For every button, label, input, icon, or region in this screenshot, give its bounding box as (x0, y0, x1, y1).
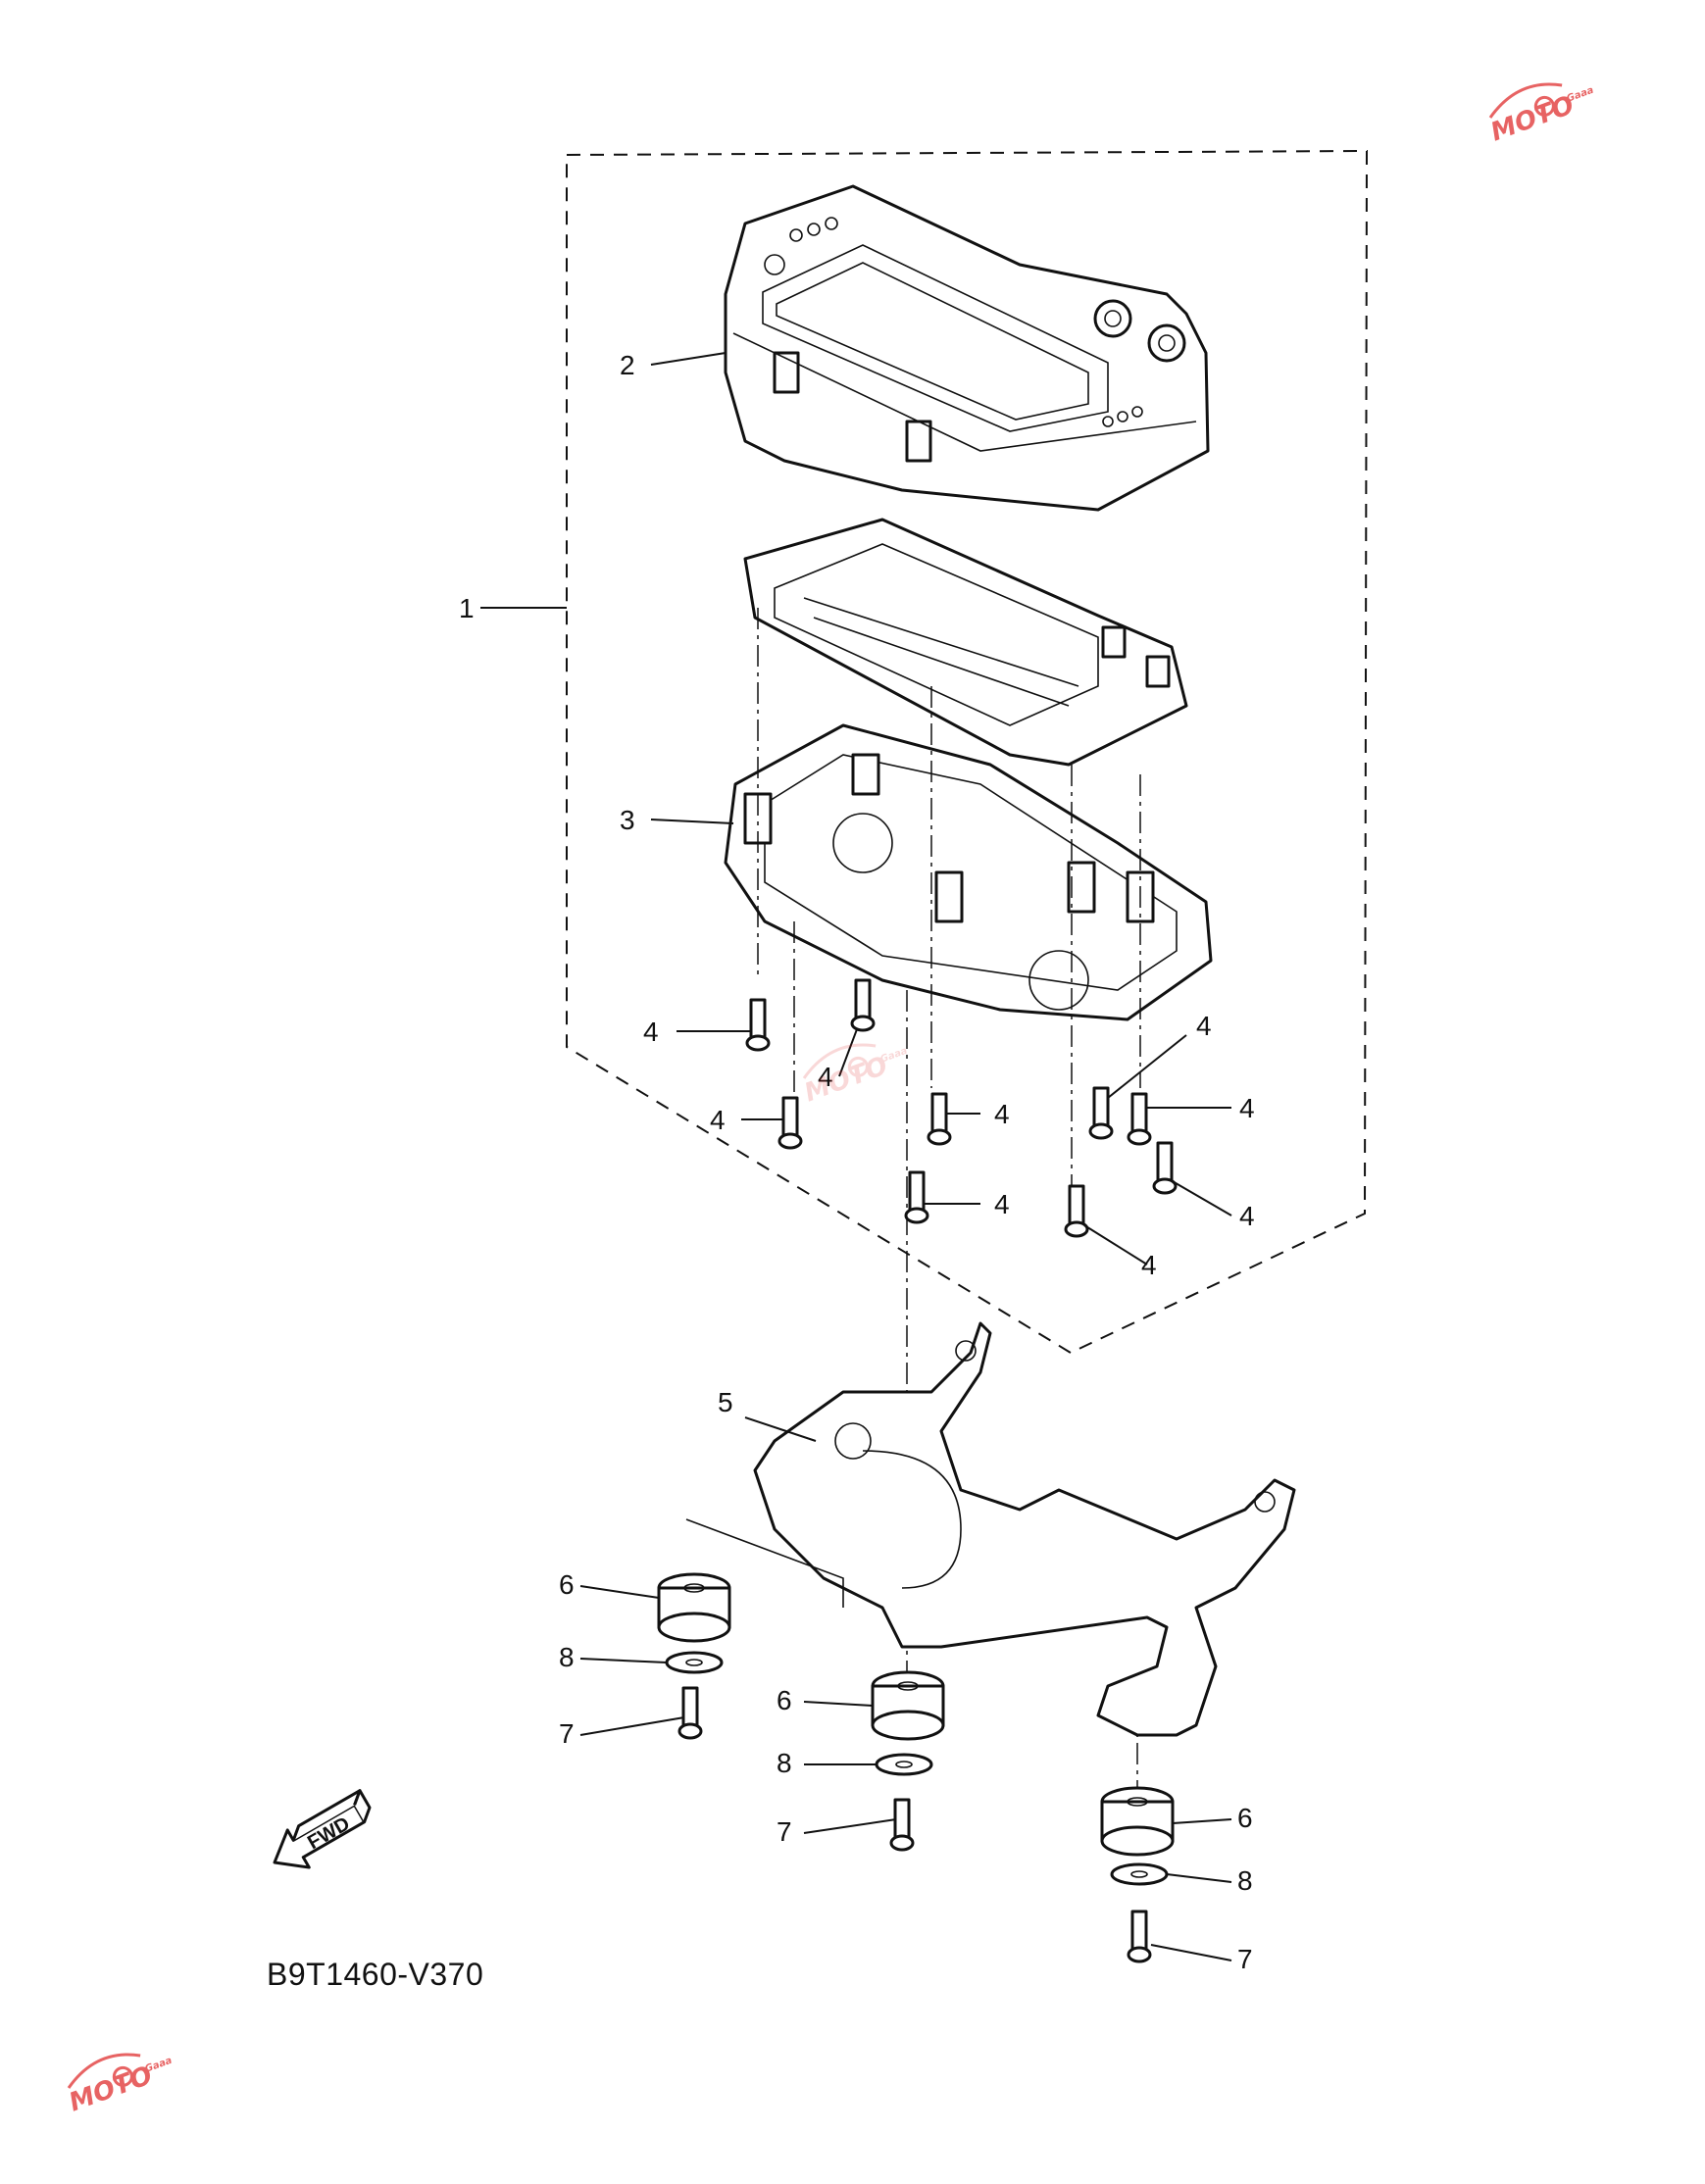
screw (904, 1170, 929, 1224)
lower-case (724, 723, 1213, 1021)
lcd-board (743, 518, 1188, 767)
callout-4: 4 (818, 1062, 833, 1092)
meter-cover (724, 184, 1210, 512)
callout-4: 4 (1196, 1011, 1212, 1041)
callout-7: 7 (559, 1718, 575, 1749)
screw (927, 1092, 952, 1146)
meter-bracket (685, 1321, 1296, 1737)
callout-7: 7 (1237, 1944, 1253, 1974)
callout-4: 4 (994, 1189, 1010, 1219)
callout-6: 6 (559, 1569, 575, 1600)
fwd-arrow-icon: FWD (273, 1789, 372, 1869)
callout-4: 4 (643, 1017, 659, 1047)
callout-6: 6 (777, 1685, 792, 1715)
screw (677, 1686, 703, 1740)
callout-8: 8 (777, 1748, 792, 1778)
callout-6: 6 (1237, 1803, 1253, 1833)
screw (1064, 1184, 1089, 1238)
callout-4: 4 (994, 1099, 1010, 1129)
screw (850, 978, 876, 1032)
watermark-brand: MOTO (66, 2060, 157, 2117)
watermark-tagline: Gaaa (879, 1046, 910, 1066)
screw (1127, 1092, 1152, 1146)
screw (745, 998, 771, 1052)
watermark-brand: MOTO (1487, 90, 1579, 147)
screw (1088, 1086, 1114, 1140)
damper (657, 1572, 731, 1643)
callout-4: 4 (1141, 1250, 1157, 1280)
callout-4: 4 (1239, 1201, 1255, 1231)
callout-8: 8 (1237, 1865, 1253, 1896)
washer (875, 1753, 933, 1776)
screw-group (745, 978, 1178, 1238)
callout-2: 2 (620, 350, 635, 380)
screw (1152, 1141, 1178, 1195)
callout-7: 7 (777, 1816, 792, 1847)
callout-4: 4 (710, 1105, 726, 1135)
callout-5: 5 (718, 1387, 733, 1417)
screw (889, 1798, 915, 1852)
callout-8: 8 (559, 1642, 575, 1672)
watermark-tagline: Gaaa (1566, 85, 1596, 105)
watermark-tagline: Gaaa (144, 2056, 175, 2075)
damper (1100, 1786, 1175, 1857)
watermark-logo: MOTO Gaaa (1487, 82, 1596, 147)
washer (1110, 1862, 1169, 1886)
assembly-outline (566, 149, 1369, 1355)
leader-lines (480, 352, 1232, 1961)
screw (1127, 1910, 1152, 1963)
watermark-logo: MOTO Gaaa (801, 1043, 910, 1108)
damper (871, 1670, 945, 1741)
washer (665, 1651, 724, 1674)
callout-3: 3 (620, 805, 635, 835)
drawing-code: B9T1460-V370 (267, 1957, 484, 1992)
watermark-logo: MOTO Gaaa (66, 2053, 175, 2117)
callout-4: 4 (1239, 1093, 1255, 1123)
screw (777, 1096, 803, 1150)
callout-1: 1 (459, 593, 475, 623)
